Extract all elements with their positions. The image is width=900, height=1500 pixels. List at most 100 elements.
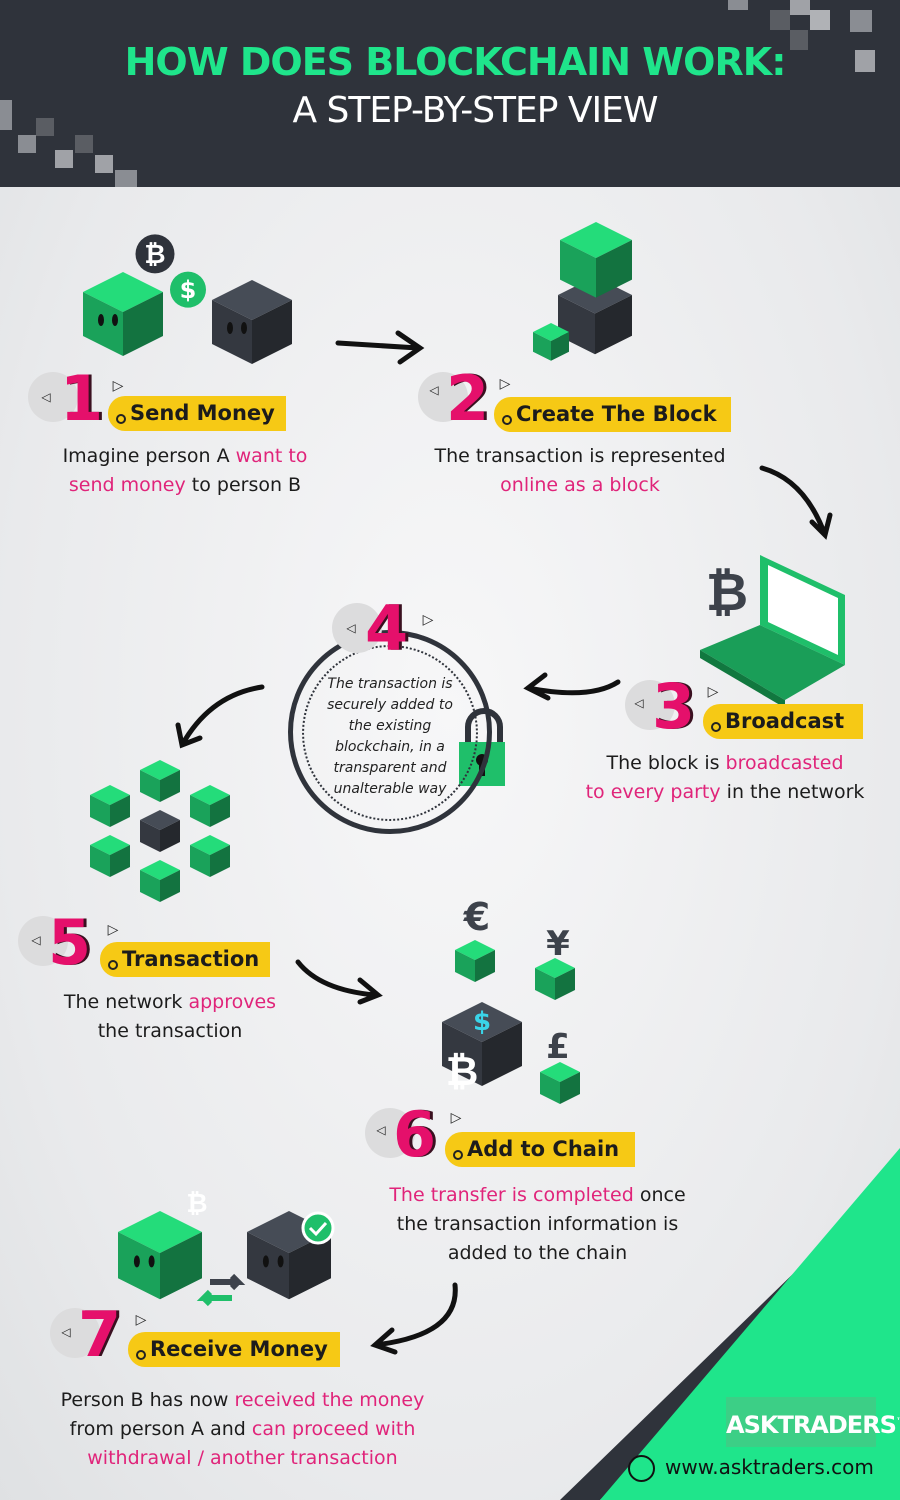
highlighted-text: The transfer is completed — [389, 1184, 634, 1206]
description-line: Person B has now received the money — [30, 1386, 455, 1415]
arrow-down-left-icon — [370, 1282, 458, 1355]
yen-icon: ¥ — [546, 924, 570, 964]
description-line: withdrawal / another transaction — [30, 1444, 455, 1473]
title-line-2: A STEP-BY-STEP VIEW — [292, 90, 658, 131]
step-number: 3 — [652, 670, 696, 743]
network-node-cube-icon — [90, 785, 130, 827]
highlighted-text: can proceed with — [251, 1418, 416, 1440]
person-b-cube-icon — [212, 280, 292, 364]
dollar-icon: $ — [473, 1007, 491, 1037]
globe-icon — [628, 1455, 655, 1482]
highlighted-text: received the money — [234, 1389, 425, 1411]
website-link[interactable]: www.asktraders.com — [665, 1455, 874, 1479]
highlighted-text: broadcasted — [725, 752, 844, 774]
step-badge-bg — [418, 372, 468, 422]
bitcoin-icon: ₿ — [186, 1189, 207, 1219]
description-line: The block is broadcasted — [560, 749, 890, 778]
arrow-right-icon — [295, 959, 383, 1005]
step-number: 4 — [365, 592, 409, 665]
highlighted-text: online as a block — [500, 474, 660, 496]
network-node-cube-icon — [190, 785, 230, 827]
description-line: to every party in the network — [560, 778, 890, 807]
checkmark-icon — [301, 1211, 335, 1245]
step-label: Broadcast — [703, 704, 863, 739]
network-node-cube-icon — [140, 860, 180, 902]
person-a-cube-icon — [118, 1211, 202, 1300]
description-line: the transaction information is — [360, 1210, 715, 1239]
step-number: 1 — [60, 362, 104, 435]
step-badge-bg — [50, 1308, 100, 1358]
yen-cube-icon — [535, 958, 575, 1000]
text: the transaction information is — [396, 1213, 679, 1235]
step-label: Receive Money — [128, 1332, 340, 1367]
center-node-cube-icon — [140, 810, 180, 852]
highlighted-text: to every party — [585, 781, 721, 803]
text: in the network — [720, 781, 865, 803]
text: The transaction is represented — [434, 445, 726, 467]
step-description: The transaction is securely added to the… — [327, 676, 453, 797]
arrow-down-icon — [759, 465, 833, 540]
logo-text: ASKTRADERS — [726, 1411, 897, 1439]
description-line: Imagine person A want to — [20, 442, 350, 471]
euro-cube-icon — [455, 940, 495, 982]
step-label: Add to Chain — [445, 1132, 635, 1167]
network-node-cube-icon — [140, 760, 180, 802]
laptop-icon — [700, 555, 845, 708]
bitcoin-icon: ₿ — [706, 563, 748, 623]
description-line: The transaction is represented — [400, 442, 760, 471]
text: Person B has now — [60, 1389, 235, 1411]
pound-cube-icon — [540, 1062, 580, 1104]
asktraders-logo[interactable]: ASKTRADERS™ — [726, 1397, 900, 1447]
description-line: send money to person B — [20, 471, 350, 500]
text: from person A and — [69, 1418, 252, 1440]
text: The network — [63, 991, 189, 1013]
bitcoin-icon: ₿ — [446, 1049, 479, 1095]
step-number: 6 — [393, 1098, 437, 1171]
step-label: Send Money — [108, 396, 286, 431]
description-line: from person A and can proceed with — [30, 1415, 455, 1444]
step-4-dotted-ring — [302, 645, 478, 821]
step-description: The network approves the transaction — [10, 988, 330, 1046]
highlighted-text: approves — [188, 991, 277, 1013]
text: Imagine person A — [62, 445, 236, 467]
text: added to the chain — [447, 1242, 628, 1264]
highlighted-text: send money — [68, 474, 186, 496]
euro-icon: € — [463, 895, 490, 939]
step-description: The transfer is completed once the transa… — [360, 1181, 715, 1268]
exchange-arrows-icon — [196, 1273, 246, 1307]
header: HOW DOES BLOCKCHAIN WORK: A STEP-BY-STEP… — [0, 0, 900, 187]
highlighted-text: withdrawal / another transaction — [87, 1447, 398, 1469]
step-badge-bg — [18, 916, 68, 966]
network-node-cube-icon — [190, 835, 230, 877]
text: to person B — [185, 474, 302, 496]
description-line: added to the chain — [360, 1239, 715, 1268]
bitcoin-bubble-icon: ₿ — [144, 240, 165, 270]
title-line-1: HOW DOES BLOCKCHAIN WORK: — [124, 40, 787, 84]
step-badge-bg — [28, 372, 78, 422]
step-number: 5 — [48, 906, 92, 979]
person-a-cube-icon — [83, 272, 163, 356]
description-line: The transfer is completed once — [360, 1181, 715, 1210]
description-line: The network approves — [10, 988, 330, 1017]
step-description: The transaction is represented online as … — [400, 442, 760, 500]
bitcoin-block-cube-icon — [442, 1002, 522, 1086]
arrow-left-icon — [523, 672, 621, 701]
step-number: 2 — [446, 362, 490, 435]
step-label: Create The Block — [494, 397, 731, 432]
step-number: 7 — [78, 1298, 122, 1371]
dollar-bubble-icon: $ — [180, 276, 197, 304]
step-badge-bg — [365, 1108, 415, 1158]
description-line: the transaction — [10, 1017, 330, 1046]
small-cube-icon — [533, 323, 569, 361]
text: the transaction — [97, 1020, 243, 1042]
step-badge-bg — [625, 680, 675, 730]
trademark: ™ — [896, 1417, 900, 1427]
text: The block is — [606, 752, 726, 774]
green-block-cube-icon — [560, 222, 632, 298]
text: once — [633, 1184, 686, 1206]
highlighted-text: want to — [235, 445, 308, 467]
